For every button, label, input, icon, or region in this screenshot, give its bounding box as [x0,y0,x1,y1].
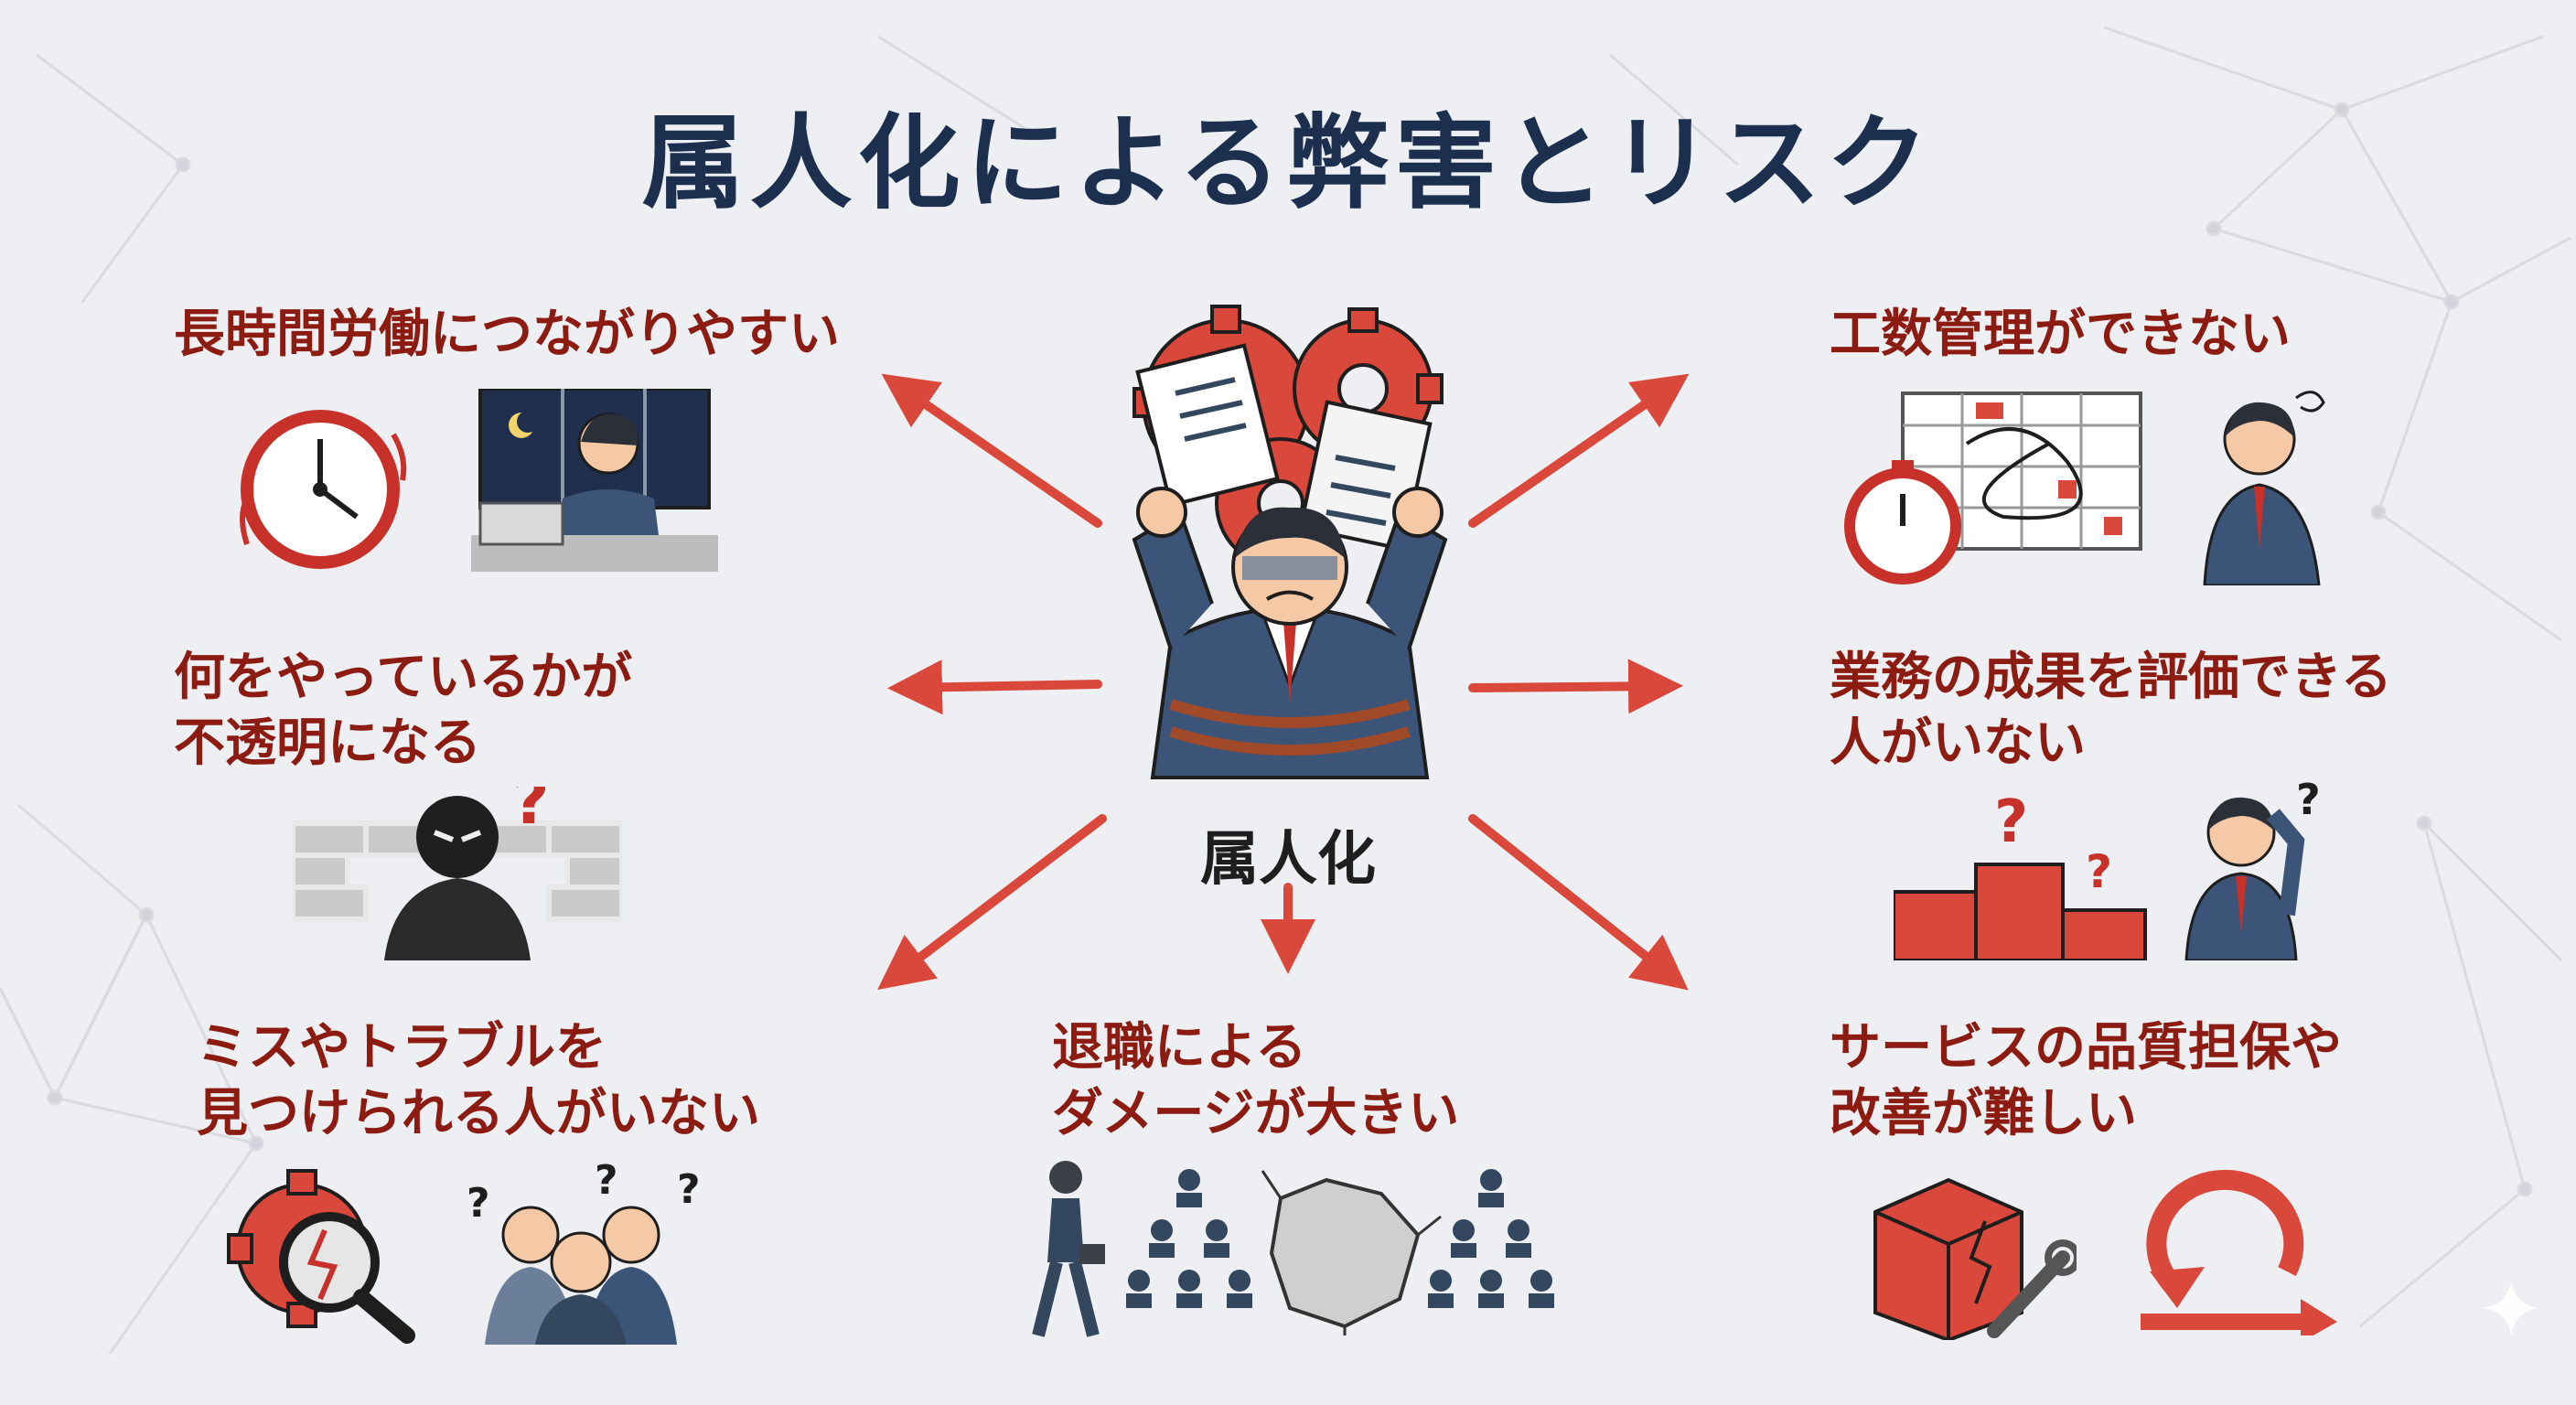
label-line: 改善が難しい [1830,1084,2137,1143]
label-evaluation: 業務の成果を評価できる 人がいない [1830,645,2392,777]
confused-team-icon: ? ? ? [467,1162,701,1345]
cycle-arrows-icon [2141,1169,2337,1335]
stopwatch-schedule-icon [1844,391,2142,585]
org-chart-hole-icon [1126,1169,1554,1335]
arrow-mid-right [1468,659,1683,714]
label-line: ダメージが大きい [1052,1084,1460,1143]
label-line: サービスの品質担保や [1830,1018,2342,1078]
arrow-lower-left [877,814,1107,991]
center-label: 属人化 [1200,826,1376,894]
label-line: 何をやっているかが [174,648,633,707]
svg-text:?: ? [467,1180,490,1227]
leaving-person-icon [1032,1161,1105,1337]
label-line: 業務の成果を評価できる [1830,648,2392,707]
label-line: 不透明になる [174,713,481,773]
label-line: 退職による [1052,1018,1307,1078]
label-retirement: 退職による ダメージが大きい [1052,1015,1459,1147]
svg-text:?: ? [2296,778,2321,824]
svg-text:?: ? [2086,845,2112,898]
label-line: 人がいない [1830,713,2086,773]
label-mistakes: ミスやトラブルを 見つけられる人がいない [197,1015,760,1147]
annoyed-man-icon [2203,391,2325,585]
arrow-upper-right [1468,373,1690,528]
arrow-upper-left [881,373,1102,528]
overwhelmed-man-icon [1132,305,1448,779]
clock-icon [240,410,407,569]
hidden-person-wall-icon: ? [293,787,622,960]
sparkle-icon [2484,1281,2538,1335]
label-long-hours: 長時間労働につながりやすい [174,302,840,368]
arrow-lower-right [1468,814,1689,991]
label-effort: 工数管理ができない [1830,302,2291,368]
broken-box-wrench-icon [1873,1177,2077,1340]
label-line: 長時間労働につながりやすい [174,305,840,364]
svg-text:?: ? [677,1166,701,1213]
label-opaque: 何をやっているかが 不透明になる [174,645,632,777]
label-line: ミスやトラブルを [197,1018,606,1078]
arrow-mid-left [887,660,1102,715]
podium-question-icon: ? ? [1894,788,2147,960]
label-line: 工数管理ができない [1830,305,2291,364]
label-quality: サービスの品質担保や 改善が難しい [1830,1015,2342,1147]
night-overtime-icon [471,389,718,572]
puzzled-man-icon: ? [2184,778,2321,960]
gear-magnifier-icon [227,1169,415,1344]
label-line: 見つけられる人がいない [197,1084,760,1143]
page-title: 属人化による弊害とリスク [641,104,1935,223]
svg-text:?: ? [512,787,550,839]
svg-text:?: ? [1994,788,2028,856]
svg-text:?: ? [595,1162,618,1204]
